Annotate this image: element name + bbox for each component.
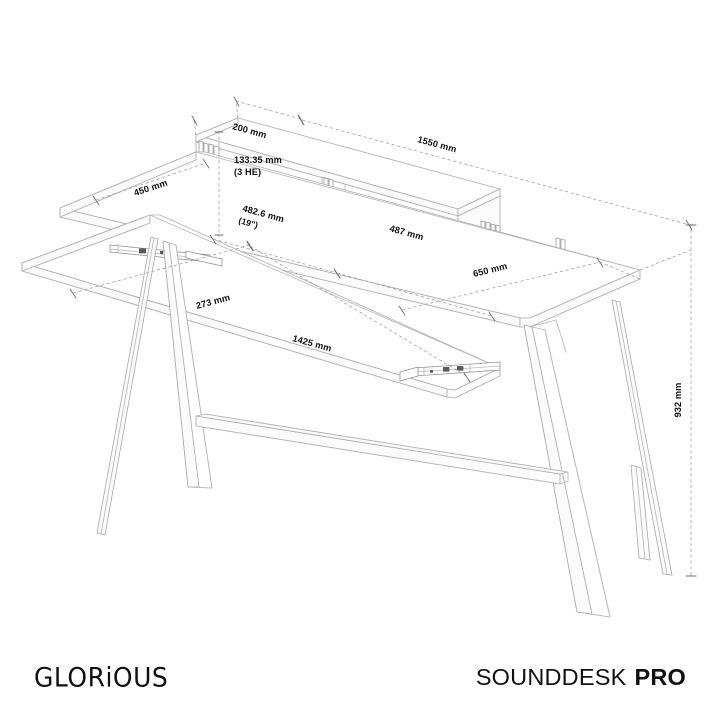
dimension-main-depth	[92, 158, 210, 206]
right-x-leg	[523, 299, 673, 618]
cross-brace	[195, 413, 569, 485]
dimension-label-rack-height-sub: (3 HE)	[234, 167, 261, 177]
keyboard-tray	[21, 214, 501, 399]
dimension-rack-height	[214, 131, 224, 237]
dimension-worktop-depth	[398, 257, 641, 316]
dimension-tray-depth	[69, 240, 254, 299]
dimension-label-rack-height: 133.35 mm	[234, 155, 282, 165]
dimension-tray-width	[246, 241, 471, 383]
dimension-center-bay-width	[333, 268, 496, 322]
dimension-overall-height	[639, 224, 697, 578]
drawer-slides	[109, 243, 501, 382]
upper-shelf	[195, 117, 501, 217]
dimension-label-overall-height: 932 mm	[673, 383, 683, 418]
